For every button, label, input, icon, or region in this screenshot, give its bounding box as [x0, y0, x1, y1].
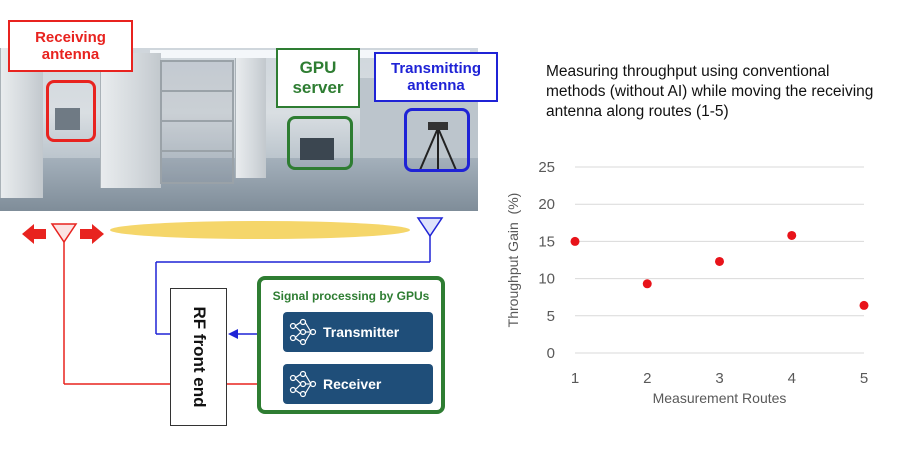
- data-point: [715, 256, 724, 266]
- signal-diagram: [22, 217, 444, 389]
- y-tick-label: 15: [538, 233, 555, 250]
- receiving-antenna-frame: [46, 80, 96, 142]
- gpu-server-label: GPU server: [276, 48, 360, 108]
- y-axis-label: Throughput Gain (%): [505, 193, 521, 328]
- gpu-box-title: Signal processing by GPUs: [272, 289, 430, 303]
- move-left-arrow: [22, 224, 46, 244]
- receiving-antenna-icon: [50, 223, 78, 244]
- rf-front-end-box: RF front end: [170, 288, 227, 426]
- chart-title: Measuring throughput using conventional …: [546, 63, 874, 120]
- gpu-server-frame: [287, 116, 353, 170]
- neural-network-icon: [289, 370, 317, 398]
- y-tick-label: 25: [538, 159, 555, 176]
- y-tick-label: 20: [538, 196, 555, 213]
- x-tick-label: 2: [643, 370, 651, 387]
- y-tick-label: 0: [547, 345, 555, 362]
- transmitting-antenna-label: Transmitting antenna: [374, 52, 498, 102]
- gpu-signal-processing-box: Signal processing by GPUs Transmitter Re…: [257, 276, 445, 414]
- data-point: [787, 230, 797, 240]
- rf-front-end-label: RF front end: [189, 306, 209, 408]
- partition-left: [0, 48, 43, 198]
- transmitter-module: Transmitter: [283, 312, 433, 352]
- partition-right: [235, 58, 266, 178]
- data-point: [570, 236, 580, 246]
- x-axis-label: Measurement Routes: [653, 390, 787, 406]
- data-point: [859, 300, 869, 310]
- x-tick-label: 1: [571, 370, 579, 387]
- metal-shelf: [160, 60, 234, 184]
- data-point: [642, 279, 652, 289]
- y-tick-label: 5: [547, 308, 555, 325]
- receiver-module: Receiver: [283, 364, 433, 404]
- transmitting-antenna-frame: [404, 108, 470, 172]
- tripod-antenna: [419, 122, 457, 172]
- partition-mid: [100, 53, 161, 188]
- server-cart: [300, 138, 334, 160]
- antenna-cart: [55, 108, 80, 130]
- x-tick-label: 5: [860, 370, 868, 387]
- x-tick-label: 4: [788, 370, 796, 387]
- receiver-label: Receiver: [323, 376, 382, 392]
- move-right-arrow: [80, 224, 104, 244]
- transmitting-antenna-icon: [416, 217, 444, 238]
- x-tick-label: 3: [715, 370, 723, 387]
- beam-ellipse: [110, 221, 410, 239]
- y-tick-label: 10: [538, 271, 555, 288]
- receiving-antenna-label: Receiving antenna: [8, 20, 133, 72]
- neural-network-icon: [289, 318, 317, 346]
- transmitter-label: Transmitter: [323, 324, 400, 340]
